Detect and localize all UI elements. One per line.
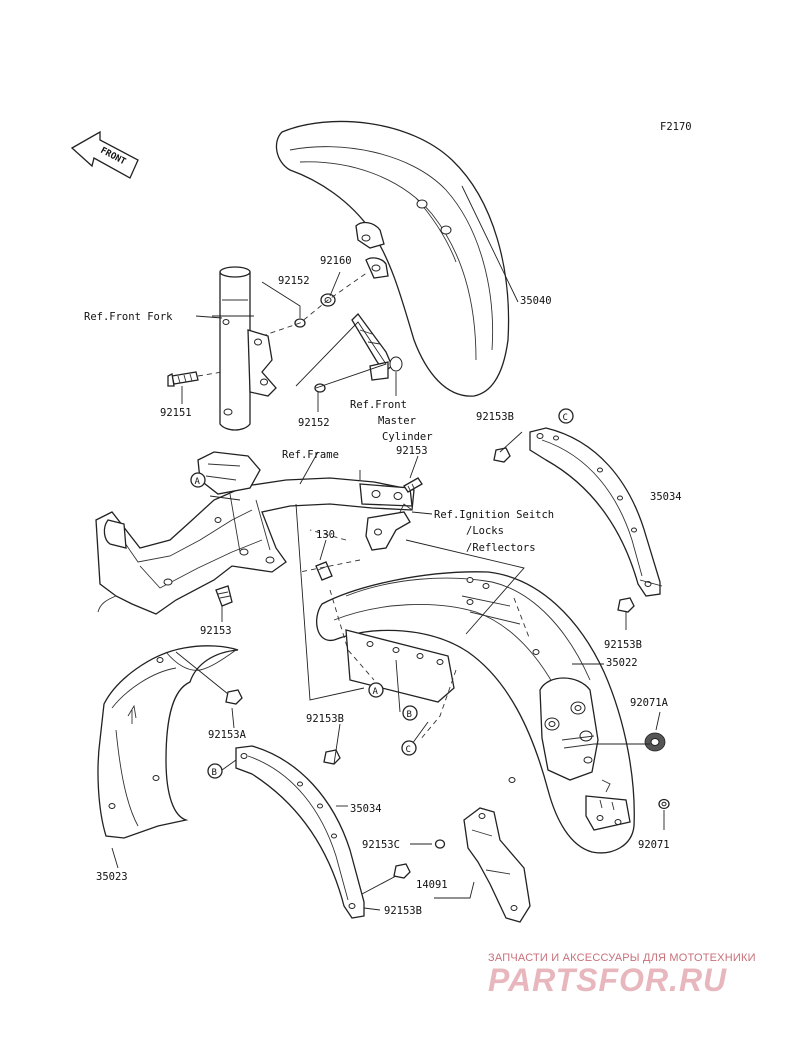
label-92153B-top: 92153B	[476, 411, 514, 423]
grommet-92071A	[644, 732, 666, 752]
watermark-logo: PARTSFOR.RU	[488, 962, 728, 998]
rear-fender	[316, 571, 635, 854]
svg-text:B: B	[407, 710, 412, 720]
label-35022: 35022	[606, 657, 638, 669]
svg-text:A: A	[195, 477, 201, 487]
marker-b-strut: B	[207, 763, 223, 779]
nut-92153C	[434, 839, 446, 849]
nut-92153B-left-top	[323, 749, 341, 765]
svg-text:C: C	[406, 745, 411, 755]
ref-ignition-3: /Reflectors	[466, 542, 536, 554]
label-92153B-mid: 92153B	[604, 639, 642, 651]
watermark-caption: ЗАПЧАСТИ И АКСЕССУАРЫ ДЛЯ МОТОТЕХНИКИ	[488, 952, 756, 964]
ref-front-fork: Ref.Front Fork	[84, 311, 173, 323]
grommet-92071	[658, 798, 670, 810]
label-35040: 35040	[520, 295, 552, 307]
svg-text:A: A	[373, 687, 379, 697]
bolt-92153A	[225, 689, 243, 705]
figure-code: F2170	[660, 121, 692, 133]
marker-c-fender: C	[401, 740, 417, 756]
marker-a-frame: A	[190, 472, 206, 488]
label-92153-lower: 92153	[200, 625, 232, 637]
fender-strut-left	[235, 745, 365, 919]
label-35034-left: 35034	[350, 803, 382, 815]
label-14091: 14091	[416, 879, 448, 891]
ignition-bracket	[365, 503, 413, 551]
inner-fender	[97, 645, 239, 839]
label-92160: 92160	[320, 255, 352, 267]
ref-master-3: Cylinder	[382, 431, 433, 443]
bolt-92153-lower	[215, 585, 233, 607]
label-92071: 92071	[638, 839, 670, 851]
label-92153-upper: 92153	[396, 445, 428, 457]
ref-master-1: Ref.Front	[350, 399, 407, 411]
bolt-92153-upper	[403, 477, 423, 493]
label-35023: 35023	[96, 871, 128, 883]
svg-text:C: C	[563, 413, 568, 423]
part-labels: 35040 92160 92152 92151 92152 92153 130 …	[96, 255, 682, 917]
marker-b-fender: B	[402, 705, 418, 721]
front-fender	[275, 120, 510, 397]
front-fork	[219, 266, 277, 431]
ref-frame: Ref.Frame	[282, 449, 339, 461]
label-92153B-left-top: 92153B	[306, 713, 344, 725]
ref-ignition-2: /Locks	[466, 525, 504, 537]
label-92153B-left-bottom: 92153B	[384, 905, 422, 917]
marker-c-strut: C	[558, 408, 574, 424]
frame	[95, 451, 415, 615]
nut-92153B-mid	[617, 597, 635, 613]
bracket-14091	[463, 807, 531, 923]
bolt-92151	[167, 371, 223, 387]
label-92151: 92151	[160, 407, 192, 419]
label-35034-right: 35034	[650, 491, 682, 503]
ref-master-2: Master	[378, 415, 416, 427]
label-92152-lower: 92152	[298, 417, 330, 429]
svg-text:B: B	[212, 768, 217, 778]
front-arrow-icon: FRONT	[70, 130, 139, 179]
label-92071A: 92071A	[630, 697, 669, 709]
nut-92153B-left-bottom	[393, 863, 411, 879]
bolt-130	[315, 561, 333, 581]
label-92152-upper: 92152	[278, 275, 310, 287]
ref-ignition-1: Ref.Ignition Seitch	[434, 509, 554, 521]
label-92153C: 92153C	[362, 839, 400, 851]
marker-a-fender: A	[368, 682, 384, 698]
leader-lines	[111, 185, 665, 911]
reference-labels: Ref.Front Fork Ref.Frame Ref.Front Maste…	[84, 311, 554, 554]
label-130: 130	[316, 529, 335, 541]
fender-strut-right	[529, 427, 661, 597]
label-92153A: 92153A	[208, 729, 247, 741]
